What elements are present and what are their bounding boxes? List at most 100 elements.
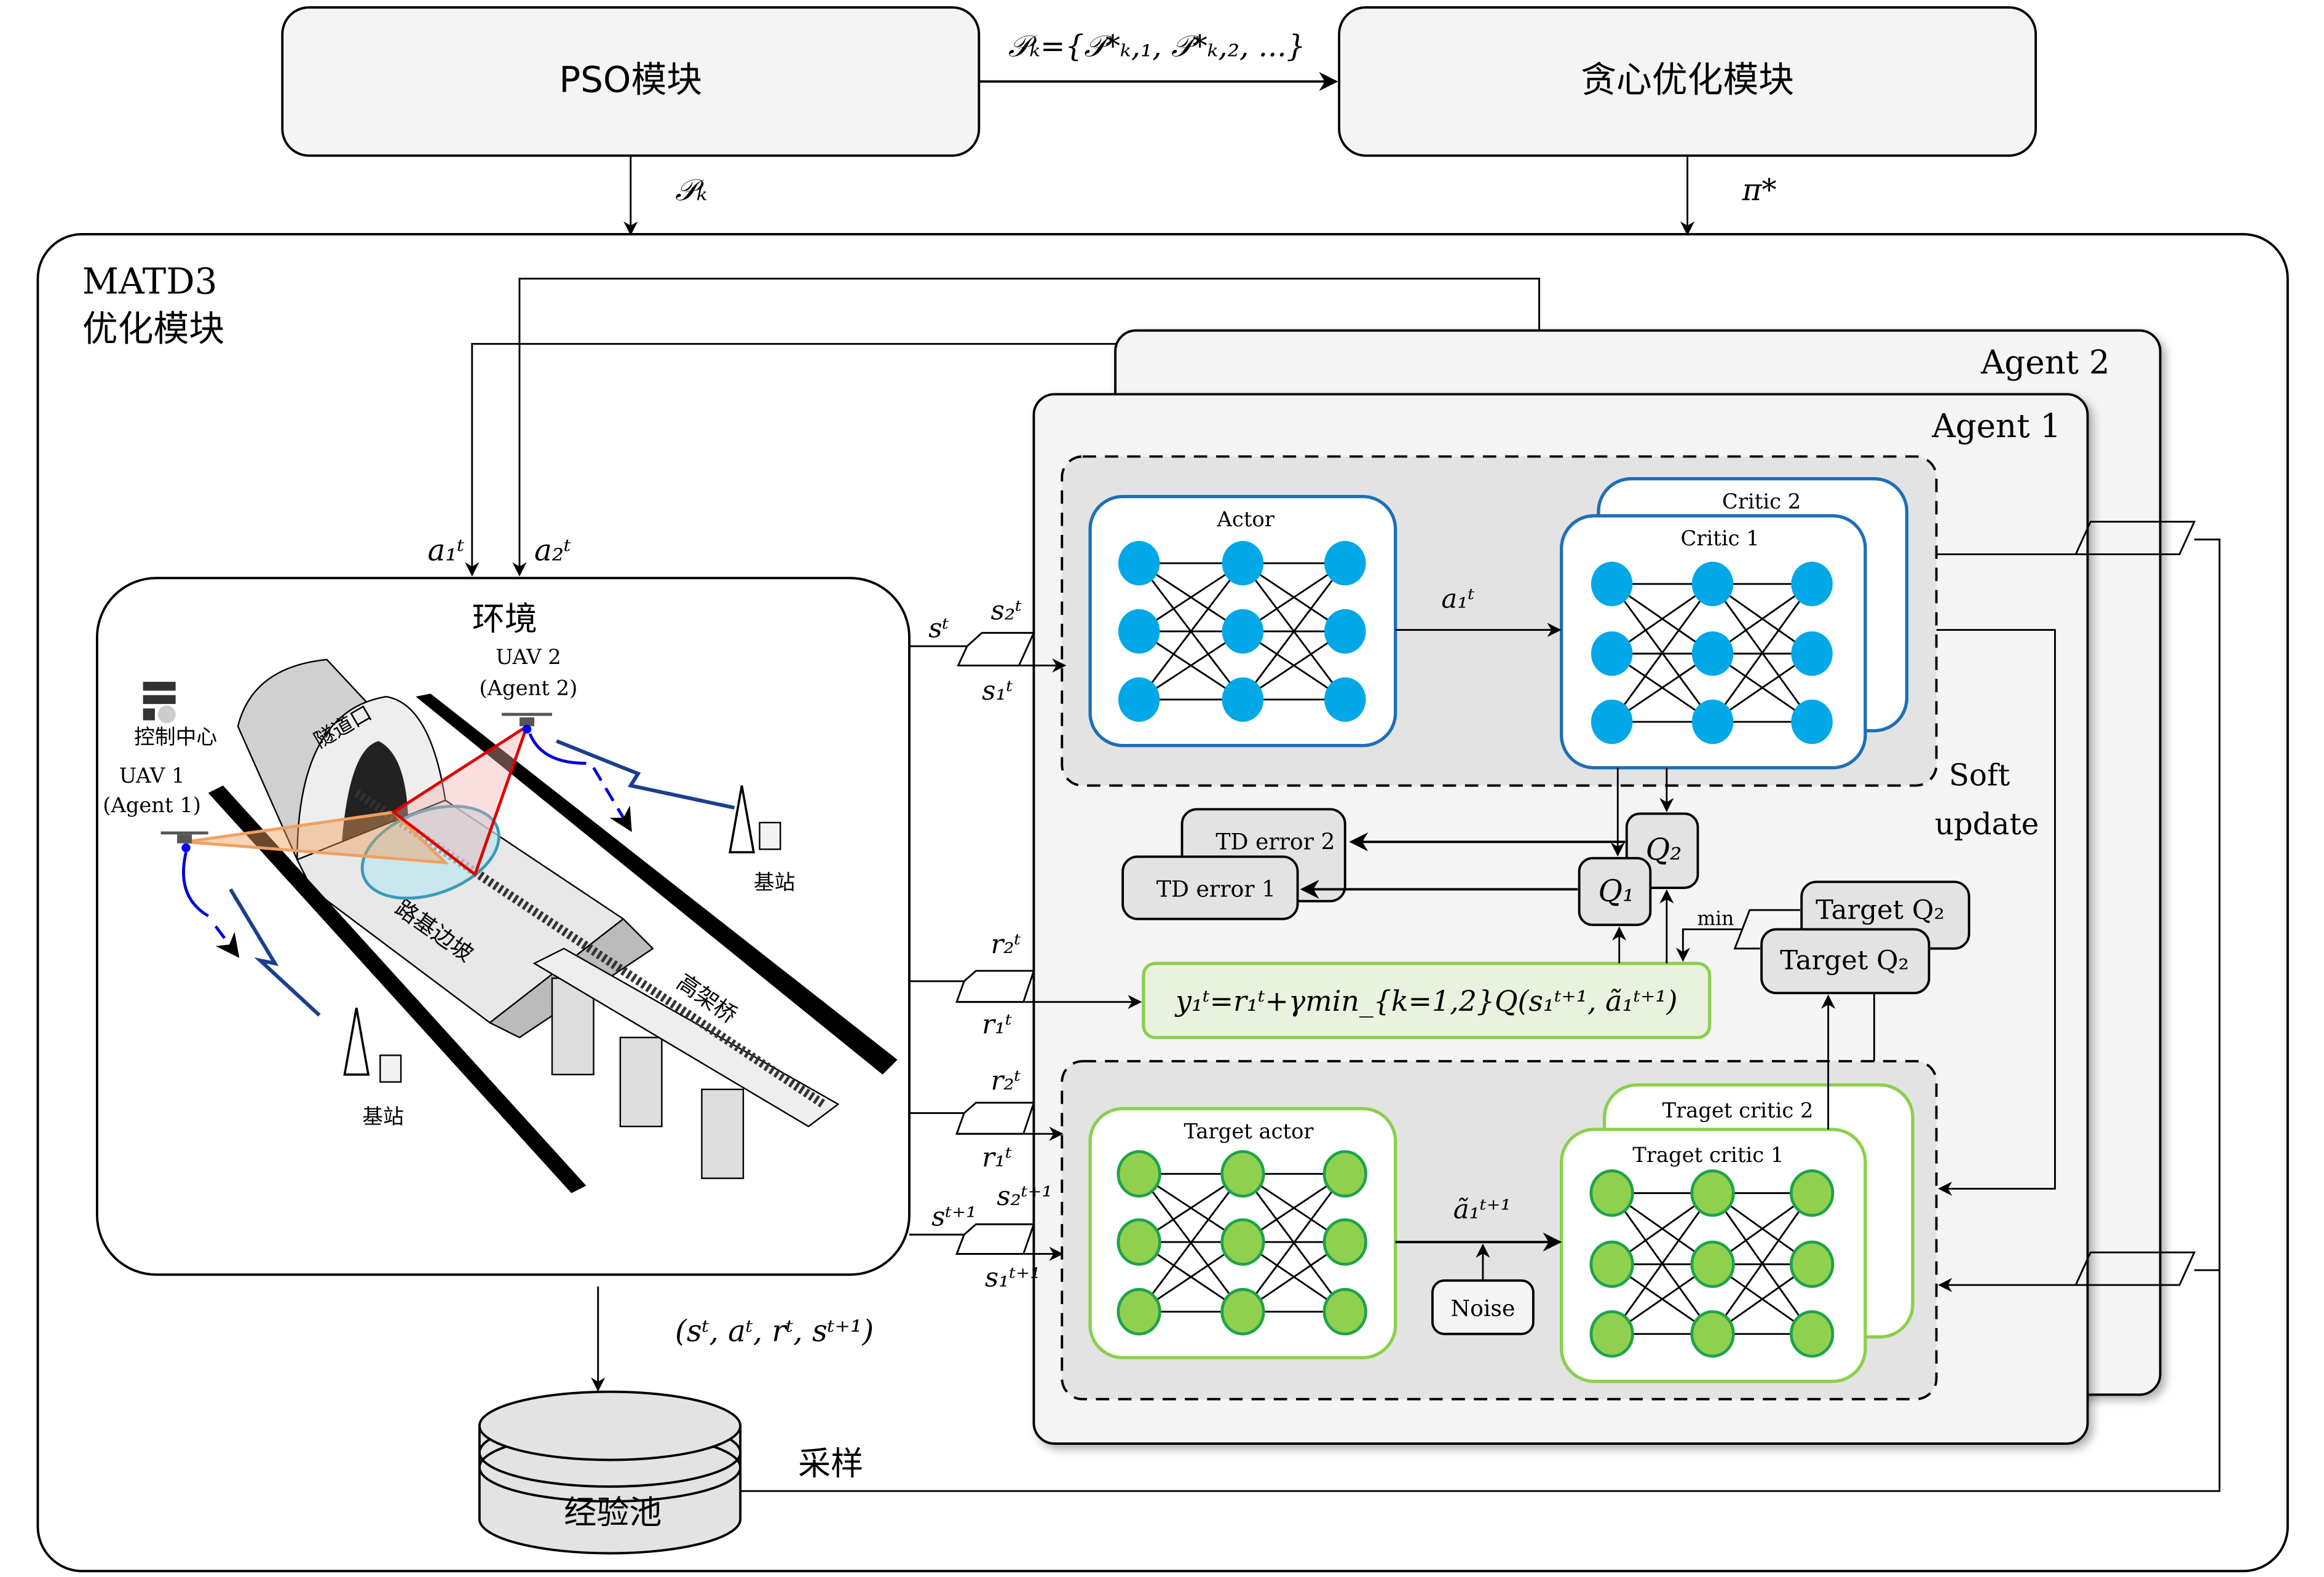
nn-node [1690, 1310, 1735, 1358]
greedy-module: 贪心优化模块 [1338, 6, 2037, 157]
nn-edge [1242, 563, 1346, 700]
nn-node [1220, 1287, 1265, 1336]
nn-node [1789, 1310, 1835, 1358]
nn-node [1117, 1150, 1161, 1198]
target-q-front-box: Target Q₂ [1760, 928, 1931, 995]
nn-node [1589, 1310, 1634, 1358]
critic2-label: Critic 2 [1722, 489, 1801, 513]
matd3-title: MATD3 [82, 260, 218, 302]
control-center-label: 控制中心 [134, 725, 217, 749]
nn-node [1789, 1169, 1835, 1217]
uav1-agent: (Agent 1) [103, 793, 201, 817]
soft-update-label-2: update [1935, 807, 2039, 842]
q2-label: Q₂ [1646, 832, 1682, 867]
uav1-direction-arrow [214, 925, 240, 958]
actor-label: Actor [1217, 507, 1275, 531]
min-label: min [1697, 907, 1734, 930]
nn-node [1118, 609, 1160, 654]
nn-node [1118, 677, 1160, 722]
uav2-beam [390, 722, 530, 877]
nn-node [1691, 561, 1734, 606]
uav1-icon [160, 831, 208, 853]
soft-update-label-1: Soft [1949, 759, 2010, 793]
rt-split-a [955, 970, 1035, 1003]
nn-edge [1138, 563, 1244, 700]
environment-title: 环境 [472, 600, 537, 638]
target-q-front-label: Target Q₂ [1780, 946, 1909, 976]
min-to-formula-arrow [1675, 928, 1742, 962]
sample-split-bottom [2074, 1251, 2196, 1286]
uav2-signal-link [556, 739, 735, 810]
noise-label: Noise [1450, 1295, 1515, 1322]
nn-node [1791, 631, 1833, 676]
greedy-down-label: π* [1742, 173, 1777, 207]
nn-node [1324, 609, 1366, 654]
target-actor-network: Target actor [1088, 1107, 1397, 1359]
base-station-label-2: 基站 [754, 870, 796, 894]
target-critic1-label: Traget critic 1 [1632, 1143, 1784, 1167]
s1t-label: s₁ᵗ [982, 676, 1013, 706]
nn-node [1118, 540, 1160, 586]
target-formula-box: y₁ᵗ=r₁ᵗ+γmin_{k=1,2}Q(s₁ᵗ⁺¹, ã₁ᵗ⁺¹) [1142, 962, 1712, 1040]
target-actor-nodes [1117, 1150, 1367, 1336]
uav1-beam [186, 810, 449, 864]
a2-label: a₂ᵗ [534, 533, 571, 567]
nn-node [1691, 631, 1734, 676]
nn-node [1591, 699, 1633, 745]
td-error-1-box: TD error 1 [1121, 855, 1299, 920]
uav1-name: UAV 1 [119, 764, 185, 788]
st-label: sᵗ [928, 614, 949, 644]
td-error-1-label: TD error 1 [1156, 875, 1276, 902]
target-action-label: ã₁ᵗ⁺¹ [1453, 1195, 1511, 1225]
pso-module-label: PSO模块 [559, 58, 702, 100]
transition-tuple-label: (sᵗ, aᵗ, rᵗ, sᵗ⁺¹) [675, 1314, 874, 1349]
nn-node [1117, 1287, 1161, 1336]
bridge-icon [532, 947, 840, 1179]
noise-box: Noise [1431, 1279, 1535, 1335]
replay-buffer-label: 经验池 [564, 1493, 662, 1532]
nn-node [1220, 1218, 1265, 1266]
st-split [957, 631, 1035, 666]
target-critic1-nodes [1589, 1169, 1835, 1358]
nn-node [1222, 540, 1264, 586]
uav2-trajectory [528, 733, 587, 765]
critic1-network: Critic 1 [1560, 514, 1867, 770]
nn-node [1220, 1150, 1265, 1198]
matd3-frame [36, 232, 2289, 1573]
critic1-label: Critic 1 [1681, 526, 1760, 550]
r2t-label-b: r₂ᵗ [991, 1065, 1021, 1096]
nn-node [1322, 1287, 1367, 1336]
inspection-region [360, 804, 500, 900]
uav1-trajectory [182, 852, 209, 917]
nn-node [1690, 1240, 1735, 1288]
s2t1-label: s₂ᵗ⁺¹ [997, 1181, 1053, 1212]
target-critic2-label: Traget critic 2 [1662, 1099, 1814, 1123]
sample-split-top [2074, 521, 2196, 556]
nn-node [1222, 609, 1264, 654]
server-icon [143, 681, 176, 724]
uav1-signal-link [229, 888, 321, 1017]
nn-node [1589, 1240, 1634, 1288]
rt-split-b [955, 1102, 1035, 1135]
nn-node [1117, 1218, 1161, 1266]
uav2-icon [502, 713, 552, 734]
pso-to-greedy-label: 𝒫ₖ={𝒫*ₖ,₁, 𝒫*ₖ,₂, ...} [1008, 30, 1306, 64]
a1-label: a₁ᵗ [427, 533, 464, 567]
environment-panel: 环境 隧道口 路基边坡 高架桥 [95, 577, 911, 1276]
critic1-nodes [1591, 561, 1833, 745]
base-station-tower-icon-1 [343, 1007, 402, 1083]
pso-down-label: 𝒫ₖ [675, 173, 707, 207]
nn-node [1691, 699, 1734, 745]
q1-box: Q₁ [1578, 856, 1652, 927]
nn-edge [1611, 1192, 1713, 1335]
agent2-label: Agent 2 [1980, 344, 2110, 382]
actor-network: Actor [1088, 494, 1397, 748]
nn-node [1322, 1218, 1367, 1266]
base-station-tower-icon-2 [729, 785, 781, 853]
actor-nodes [1118, 540, 1366, 722]
replay-buffer-icon [478, 1390, 742, 1555]
sample-label: 采样 [798, 1445, 863, 1483]
nn-edge [1712, 1192, 1813, 1335]
nn-node [1591, 631, 1633, 676]
